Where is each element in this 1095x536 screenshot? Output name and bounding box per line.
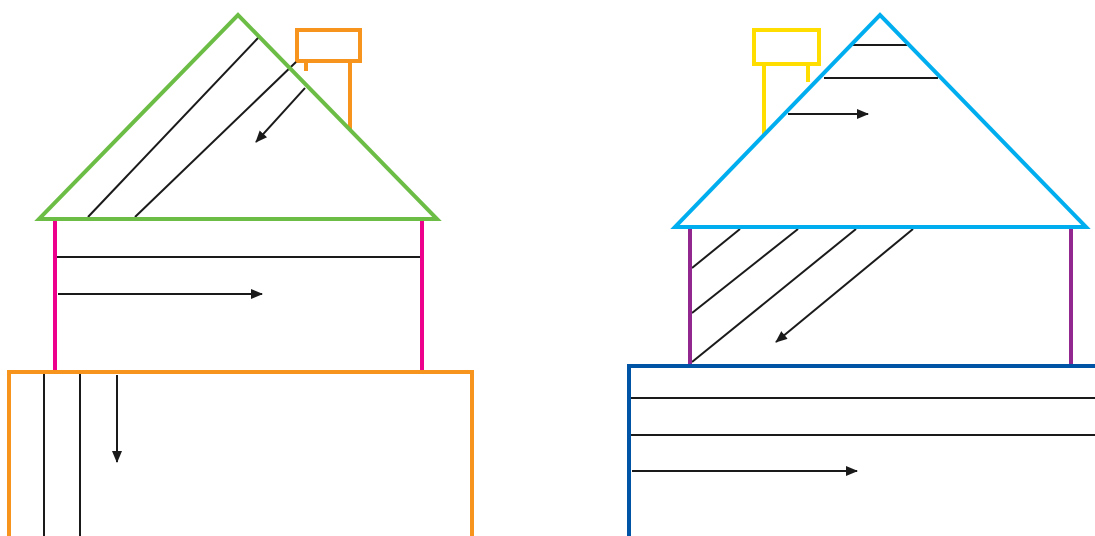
right-base [629, 366, 1095, 536]
left-roof-arrow [256, 88, 305, 142]
left-base-outline [9, 372, 472, 536]
left-chimney-cap [297, 30, 360, 61]
left-roof-hatch-line [88, 38, 258, 217]
left-chimney [297, 30, 360, 130]
right-chimney-cap [754, 30, 819, 64]
right-walls-outline [690, 227, 1071, 366]
right-roof-outline [675, 15, 1086, 227]
right-roof [675, 15, 1086, 227]
right-walls-hatch-line [692, 229, 798, 313]
right-chimney [754, 30, 819, 134]
left-house [9, 15, 472, 536]
right-walls-arrow [776, 229, 913, 342]
left-walls [55, 219, 422, 372]
right-house [629, 15, 1095, 536]
left-roof-hatch-line [135, 62, 296, 217]
right-walls-hatch-line [692, 229, 740, 268]
right-base-hatch [631, 398, 1095, 435]
right-walls [690, 227, 1071, 366]
left-base [9, 372, 472, 536]
right-base-outline [629, 366, 1095, 536]
left-roof [39, 15, 437, 219]
left-walls-outline [55, 219, 422, 372]
right-roof-hatch [824, 45, 938, 78]
left-base-hatch [44, 374, 80, 536]
